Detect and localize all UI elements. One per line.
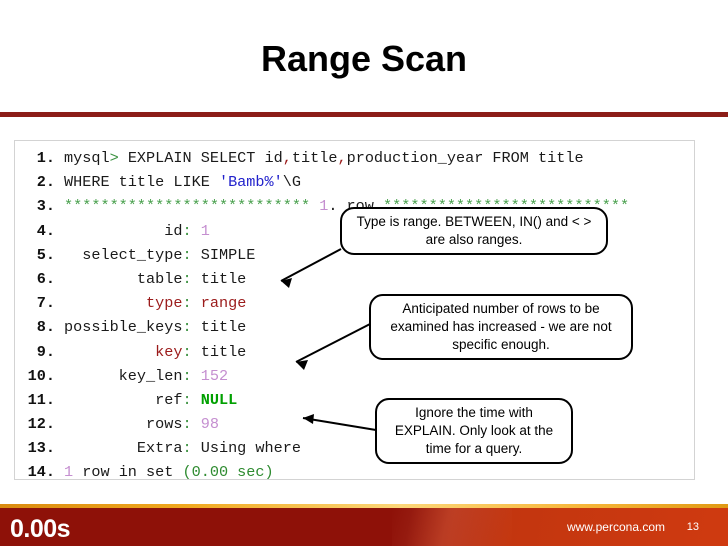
code-token <box>64 294 146 312</box>
code-line: 6. table: title <box>15 267 629 291</box>
code-token: : <box>182 366 192 385</box>
code-token: NULL <box>200 390 238 409</box>
callout-text: Type is range. BETWEEN, IN() and < > are… <box>356 214 592 247</box>
code-line-number: 8. <box>36 318 55 337</box>
code-line: 10. key_len: 152 <box>15 364 629 388</box>
code-token: : <box>182 294 192 313</box>
code-token: : <box>182 390 192 409</box>
code-token: : <box>182 415 192 434</box>
code-token: title <box>291 149 338 167</box>
slide-footer: 0.00s www.percona.com 13 <box>0 504 728 546</box>
code-token <box>192 294 201 312</box>
code-line: 12. rows: 98 <box>15 412 629 436</box>
code-token: key <box>155 342 183 361</box>
code-token: row in set <box>73 463 183 480</box>
code-token: rows <box>64 415 183 434</box>
code-token: 'Bamb%' <box>218 173 283 192</box>
code-token: : <box>182 221 192 240</box>
code-line-number: 10. <box>27 366 55 385</box>
code-token <box>64 343 155 361</box>
footer-gradient-wedge <box>0 508 728 546</box>
code-line: 13. Extra: Using where <box>15 436 629 460</box>
code-token: 1 <box>319 197 329 216</box>
code-line-number: 6. <box>36 269 55 288</box>
code-line: 2. WHERE title LIKE 'Bamb%'\G <box>15 170 629 194</box>
code-token: Using where <box>191 439 301 458</box>
code-line: 4. id: 1 <box>15 219 629 243</box>
code-line-number: 13. <box>27 439 55 458</box>
callout-anticipated-rows: Anticipated number of rows to be examine… <box>369 294 633 360</box>
code-line-number: 1. <box>36 149 55 167</box>
code-token: production_year FROM title <box>346 149 584 167</box>
code-token: select_type <box>64 245 183 264</box>
code-token: mysql <box>64 149 110 167</box>
code-token: : <box>182 245 192 264</box>
callout-ignore-time: Ignore the time with EXPLAIN. Only look … <box>375 398 573 464</box>
code-token: SIMPLE <box>191 245 256 264</box>
code-line-number: 7. <box>36 294 55 313</box>
code-token: : <box>182 269 192 288</box>
page-title: Range Scan <box>260 38 468 79</box>
code-line-number: 9. <box>36 342 55 361</box>
code-token: , <box>337 149 347 167</box>
code-token: 98 <box>200 415 219 434</box>
code-line-number: 12. <box>27 415 55 434</box>
code-listing: 1.mysql> EXPLAIN SELECT id,title,product… <box>15 146 629 480</box>
callout-type-is-range: Type is range. BETWEEN, IN() and < > are… <box>340 207 608 255</box>
code-token: : <box>182 439 192 458</box>
title-divider <box>0 112 728 117</box>
code-line: 5. select_type: SIMPLE <box>15 243 629 267</box>
code-token: \G <box>282 173 301 192</box>
code-line-number: 14. <box>27 463 55 480</box>
code-token: EXPLAIN SELECT id <box>118 149 283 167</box>
code-token: : <box>182 318 192 337</box>
code-token: possible_keys <box>64 318 183 337</box>
code-token: > <box>109 149 119 167</box>
code-token: title <box>191 269 247 288</box>
code-token: (0.00 sec) <box>182 463 274 480</box>
code-line-number: 5. <box>36 245 55 264</box>
code-line-number: 3. <box>36 197 55 216</box>
code-token: id <box>64 221 183 240</box>
code-line: 7. type: range <box>15 291 629 315</box>
code-token: 1 <box>200 221 210 240</box>
code-token <box>192 367 201 385</box>
code-token <box>192 391 201 409</box>
code-token: ref <box>64 390 183 409</box>
callout-text: Ignore the time with EXPLAIN. Only look … <box>394 405 554 456</box>
code-token: WHERE title LIKE <box>64 173 219 192</box>
code-line: 11. ref: NULL <box>15 388 629 412</box>
code-line-number: 2. <box>36 173 55 192</box>
code-token: type <box>146 294 183 313</box>
code-token: Extra <box>64 439 183 458</box>
callout-text: Anticipated number of rows to be examine… <box>390 301 612 352</box>
code-token <box>192 222 201 240</box>
code-token: title <box>191 342 247 361</box>
footer-diagonal-highlight <box>392 508 512 546</box>
code-token: range <box>200 294 247 313</box>
code-token: *************************** <box>64 197 320 216</box>
footer-website-url[interactable]: www.percona.com <box>566 520 665 534</box>
code-line: 8. possible_keys: title <box>15 315 629 339</box>
code-line: 14. 1 row in set (0.00 sec) <box>15 460 629 480</box>
code-line-number: 11. <box>27 390 55 409</box>
code-line: 9. key: title <box>15 340 629 364</box>
footer-page-number: 13 <box>686 521 699 533</box>
code-token: table <box>64 269 183 288</box>
code-token <box>192 415 201 433</box>
footer-timing: 0.00s <box>10 515 71 543</box>
code-token: , <box>282 149 292 167</box>
code-token: 152 <box>200 366 229 385</box>
code-line-number: 4. <box>36 221 55 240</box>
code-token: title <box>191 318 247 337</box>
footer-accent-line <box>0 504 728 508</box>
code-token: : <box>182 342 192 361</box>
code-line: 1.mysql> EXPLAIN SELECT id,title,product… <box>15 146 629 170</box>
code-token: key_len <box>64 366 183 385</box>
code-token: 1 <box>64 463 74 480</box>
